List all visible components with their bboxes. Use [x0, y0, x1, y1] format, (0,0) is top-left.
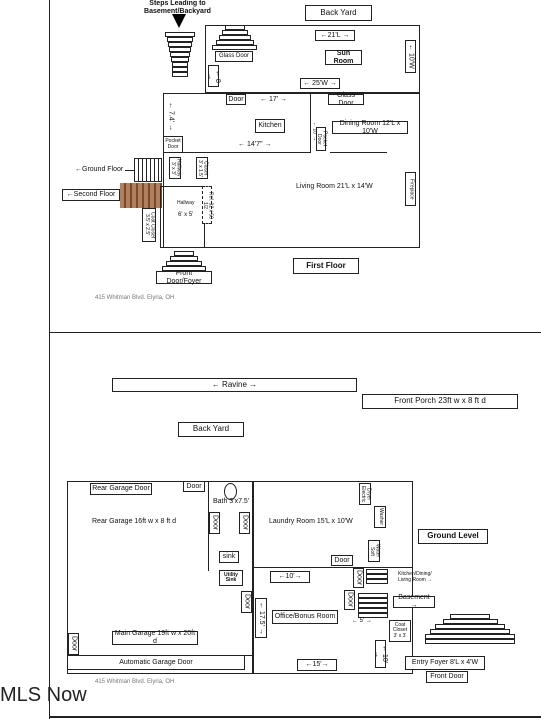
address-caption-2: 415 Whitman Blvd. Elyria, OH: [95, 679, 175, 685]
glass-door-top: Glass Door: [215, 51, 253, 62]
kitchen-label: Kitchen: [255, 119, 285, 133]
door-2: Door: [209, 512, 220, 534]
front-door-foyer: Front Door/Foyer: [156, 270, 212, 285]
first-floor-title: First Floor: [293, 258, 359, 274]
coat-closet-2: Coat Closet 3' x 3': [389, 620, 411, 642]
garage-outline: [67, 481, 253, 674]
sun-room-label: Sun Room: [325, 50, 362, 65]
main-garage-label: Main Garage 19ft w x 20ft d: [112, 630, 198, 645]
dining-room-label: Dining Room 12'L x 10'W: [332, 120, 408, 135]
back-yard-label-2: Back Yard: [178, 422, 244, 437]
ground-floor-line: [125, 170, 135, 171]
sun-room-width: ← 10'W: [405, 40, 416, 73]
entry-foyer: Entry Foyer 8'L x 4'W: [405, 656, 485, 670]
dining-wall: [330, 152, 387, 153]
sun-room-depth: ← 8 →: [207, 65, 221, 87]
small-hallway: Hallway 3' x 3': [169, 157, 182, 179]
toilet-icon: [224, 483, 237, 500]
door-3: Door: [239, 512, 250, 534]
front-porch-label: Front Porch 23ft w x 8 ft d: [362, 394, 518, 409]
kitchen-steps: [366, 569, 388, 584]
watermark: MLS Now: [0, 684, 87, 706]
fireplace: Fireplace: [405, 172, 416, 206]
laundry-bottom-wall: [253, 567, 413, 568]
stairs-up: [120, 183, 162, 208]
front-steps: [160, 251, 208, 271]
down-arrow-icon: [172, 14, 186, 28]
kitchen-wall: [163, 152, 311, 153]
foyer-steps: [425, 614, 515, 644]
front-door: Front Door: [426, 671, 468, 683]
dim-5: ← 5' →: [352, 618, 372, 624]
stairs-to-basement: [165, 32, 195, 77]
address-caption-1: 415 Whitman Blvd. Elyria, OH: [95, 295, 175, 301]
coat-closet: Coat Closet 3.5' x 2.5': [142, 208, 156, 242]
glass-door: Glass Door: [328, 92, 364, 107]
page-divider: [49, 332, 541, 333]
office-label: Office/Bonus Room: [272, 610, 338, 624]
basement-steps: [358, 593, 388, 618]
kitchen-door: Door: [226, 94, 246, 105]
ground-level-title: Ground Level: [418, 529, 488, 544]
kitchen-bottom-dim: ← 14'7" →: [238, 141, 272, 148]
dryer-electric: Dryer Electric: [359, 483, 372, 505]
kitchen-depth: ← 7.4' →: [167, 102, 175, 131]
water-softener: Water Soft: [368, 540, 381, 562]
sun-room-length: ←21'L →: [315, 30, 355, 41]
rear-garage-door: Rear Garage Door: [90, 483, 152, 495]
sun-room-outline: [205, 25, 420, 93]
door-8: Door: [68, 633, 79, 655]
hallway-dims: 6' x 5': [178, 212, 194, 218]
closet: Closet 3' x 1.5': [196, 157, 209, 179]
dim-10: ←10'→: [270, 571, 310, 583]
back-yard-label: Back Yard: [305, 5, 372, 21]
door-4: Door: [331, 555, 353, 566]
page-border-left-2: [49, 332, 50, 719]
basement-label: Basement →: [393, 594, 435, 609]
stairs-down: [134, 158, 162, 182]
door-1: Door: [183, 481, 205, 492]
page-border-left: [49, 0, 50, 332]
kitchen-dining-label: Kitchen/Dining/ Living Room →: [398, 571, 433, 583]
kitchen-width: ← 17' →: [260, 96, 288, 103]
first-floor-outline: [163, 93, 420, 248]
steps-label: Steps Leading to Basement/Backyard: [144, 0, 211, 15]
hallway-label: Hallway: [177, 200, 195, 206]
dim-15: ←15'→: [297, 659, 337, 671]
laundry-label: Laundry Room 15'L x 10'W: [269, 518, 353, 525]
sun-room-bottom-dim: ← 25'W →: [300, 78, 340, 89]
utility-sink: Utility Sink: [219, 570, 243, 586]
dim-17-5: ← 17.5' →: [255, 598, 267, 638]
living-room-label: Living Room 21'L x 14'W: [296, 183, 373, 190]
washer: Washer: [374, 506, 386, 528]
bath-label: Bath 3'x7.5': [213, 498, 250, 505]
bath-wall: [208, 481, 209, 571]
pocket-door-1: Pocket Door: [163, 136, 183, 153]
ravine-label: ← Ravine →: [112, 378, 357, 392]
small-dim: ← 10' →: [311, 122, 318, 142]
sink: sink: [219, 551, 239, 563]
rear-garage-label: Rear Garage 16ft w x 8 ft d: [92, 518, 177, 525]
sun-room-steps: [212, 25, 257, 50]
second-floor-label: ←Second Floor: [62, 189, 120, 201]
door-7: Door: [344, 590, 355, 610]
ground-floor-label: ←Ground Floor: [75, 166, 124, 173]
door-5: Door: [353, 568, 364, 588]
bottom-border: [49, 716, 541, 718]
automatic-garage-door: Automatic Garage Door: [67, 655, 245, 670]
door-6: Door: [241, 591, 252, 613]
ref-dim: Ref. 32 x 50 1/2: [202, 186, 214, 224]
pocket-door-2: Pocket Door: [316, 127, 328, 151]
dim-10b: ← 10' →: [374, 640, 388, 668]
kitchen-dining-wall: [310, 93, 311, 153]
house-outline: [253, 481, 413, 674]
